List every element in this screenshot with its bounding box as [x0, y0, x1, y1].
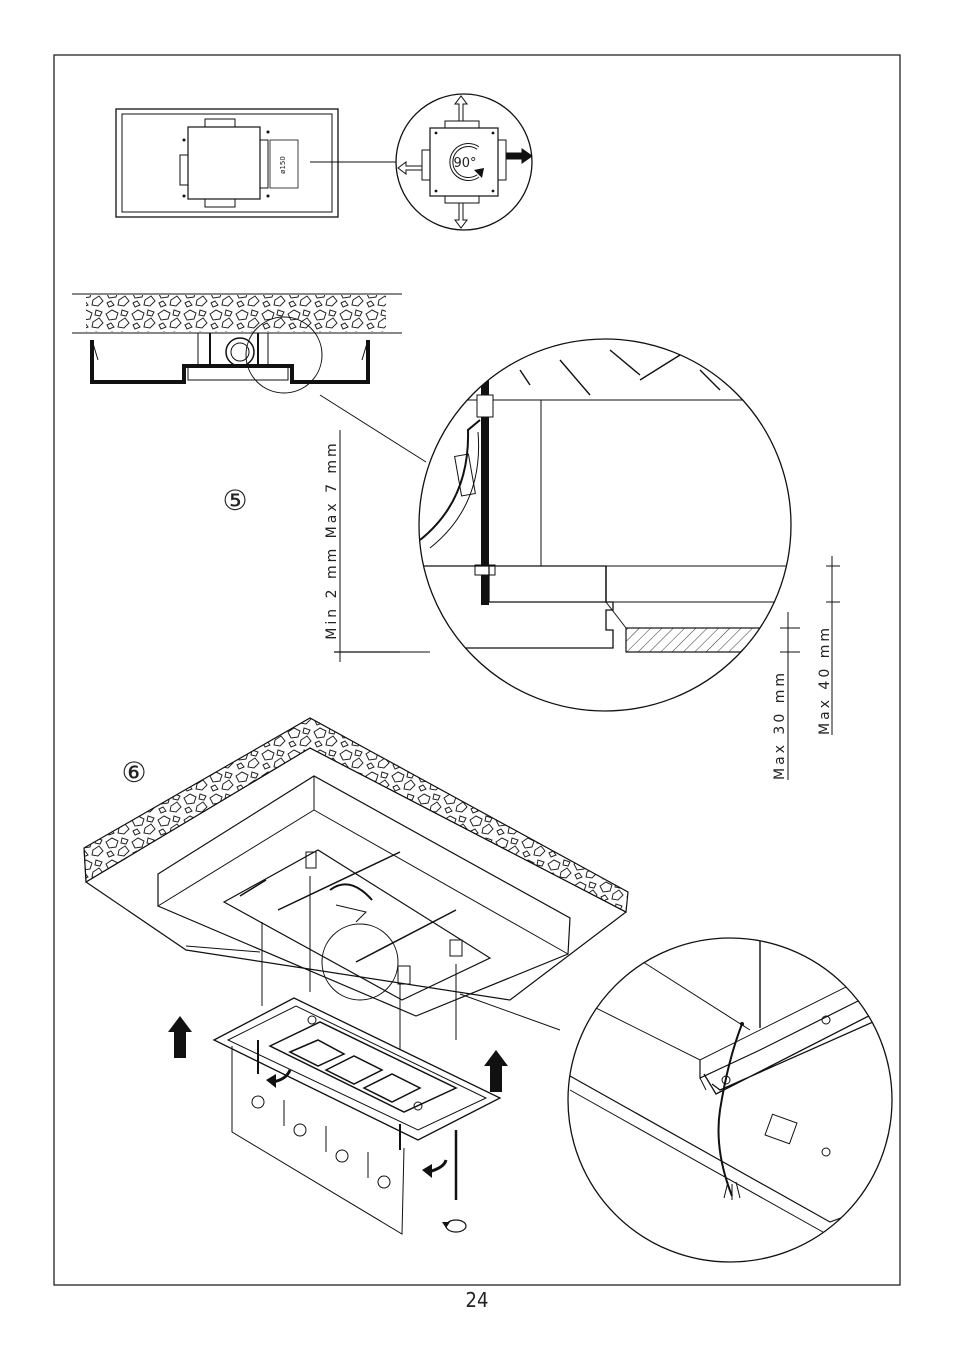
dim-gap-label: Min 2 mm Max 7 mm	[324, 440, 340, 639]
page-number: 24	[0, 1288, 954, 1312]
ceiling-section	[72, 294, 426, 462]
rotate-icon	[446, 1220, 466, 1232]
zoom-detail-6	[568, 938, 900, 1262]
rotation-label: 90°	[453, 156, 476, 171]
hood-unit	[168, 998, 508, 1234]
curved-arrow-icon	[266, 1074, 276, 1088]
dim-ceiling-label: Max 40 mm	[817, 625, 833, 735]
step-5-label: ⑤	[222, 484, 247, 517]
zoom-detail-5	[419, 339, 800, 711]
duct-diameter-label: ø150	[279, 156, 287, 174]
curved-arrow-icon	[422, 1164, 432, 1178]
ceiling-panel-hatched	[626, 628, 786, 652]
hood-plan-view: ø150	[116, 109, 398, 217]
rotation-detail: 90°	[396, 94, 532, 230]
arrow-up-icon	[168, 1016, 192, 1058]
dim-panel-label: Max 30 mm	[772, 670, 788, 780]
step-6-label: ⑥	[121, 756, 146, 789]
motor-box	[188, 127, 260, 199]
arrow-up-icon	[484, 1050, 508, 1092]
